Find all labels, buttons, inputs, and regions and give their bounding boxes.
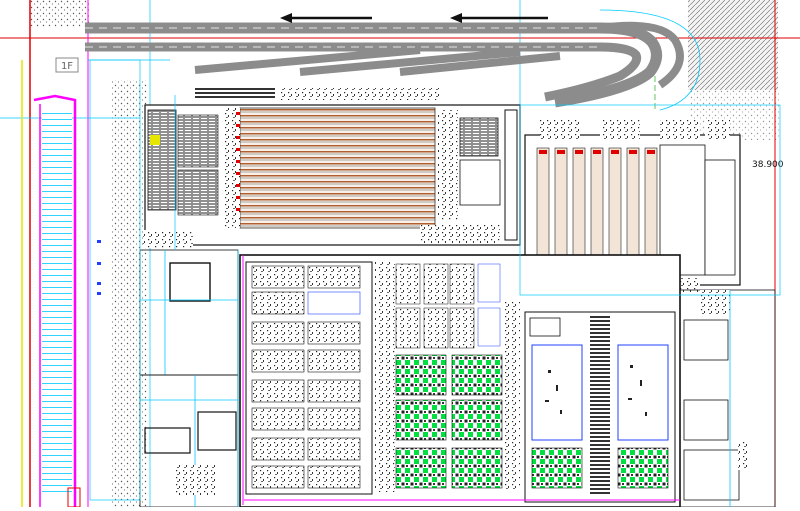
traffic-arrows xyxy=(280,13,548,23)
roads xyxy=(85,9,701,111)
warehouse-north xyxy=(144,88,521,246)
left-blue-markers xyxy=(97,240,101,295)
green-areas xyxy=(395,354,669,489)
magenta-details xyxy=(242,255,680,505)
floor-label-box xyxy=(55,57,79,73)
central-block xyxy=(239,254,681,508)
rooms-west xyxy=(139,230,239,508)
floor-label: 1F xyxy=(61,61,73,72)
annex-east xyxy=(679,289,776,508)
elevation-label: 38.900 xyxy=(752,160,784,170)
landscape-hatch xyxy=(30,0,780,507)
plan-sheets xyxy=(395,263,501,349)
furniture-grid xyxy=(251,265,361,489)
cyan-outlines xyxy=(89,59,781,507)
left-parking: 1F xyxy=(21,57,101,508)
